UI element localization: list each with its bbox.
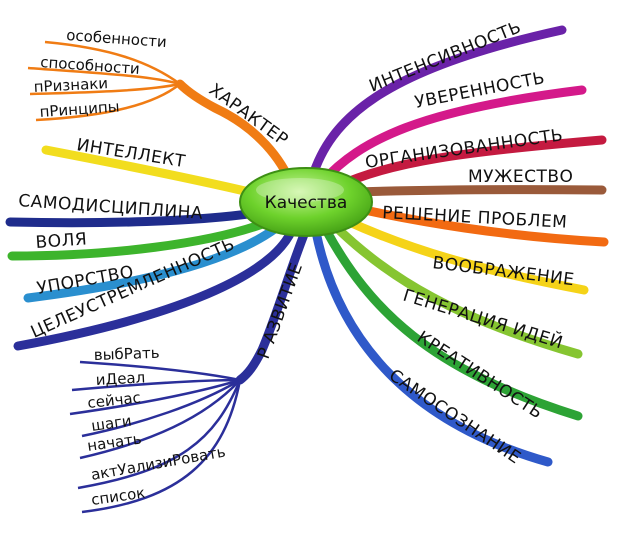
central-node: Качества [239,167,373,237]
sub-line [29,82,181,96]
branch-confidence: УВЕРЕННОСТЬ [317,68,587,187]
branch-label-imagination: ВООБРАЖЕНИЕ [431,253,575,290]
sub-line [44,40,181,86]
branch-will: ВОЛЯ [7,217,273,261]
development-item-6: список [90,484,146,509]
development-item-2: сейчас [87,388,142,411]
sub-line [27,66,181,86]
branch-courage: МУЖЕСТВО [350,167,607,197]
branch-problem-solving: РЕШЕНИЕ ПРОБЛЕМ [350,203,609,247]
branch-label-courage: МУЖЕСТВО [468,167,573,187]
character-item-2: пРизнаки [33,74,108,96]
development-item-1: иДеал [95,368,145,389]
branch-self-discipline: САМОДИСЦИПЛИНА [5,191,267,228]
sub-line [35,83,181,122]
branch-label-development: Р АЗВИТИЕ [254,260,307,362]
development-item-0: выбРать [94,344,160,364]
branch-intellect: ИНТЕЛЛЕКТ [41,135,267,200]
character-item-3: пРинципы [39,97,120,121]
branch-line [235,227,310,385]
branch-label-character: ХАРАКТЕР [205,80,292,151]
branch-line [175,79,297,191]
central-node-label: Качества [265,193,348,213]
branch-label-will: ВОЛЯ [35,229,88,253]
development-item-3: шаги [90,411,133,434]
